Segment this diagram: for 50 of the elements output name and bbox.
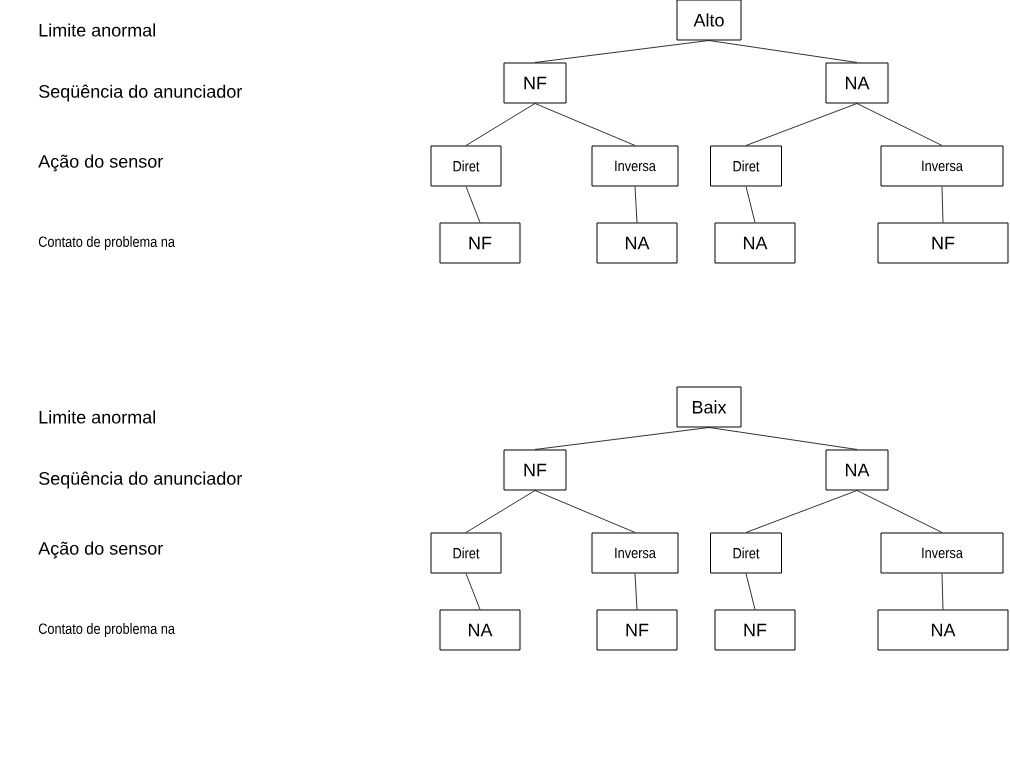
tree-box: NF [714,609,796,651]
level-label: Contato de problema na [38,236,175,250]
tree-box: Inversa [880,145,1004,187]
tree-box: Diret [430,532,502,574]
tree-box: NA [825,449,889,491]
level-label: Ação do sensor [38,541,163,559]
tree-box: NA [825,62,889,104]
tree-box: Inversa [591,532,679,574]
tree-box: Inversa [591,145,679,187]
connector-line [708,427,858,450]
tree-box: NA [714,222,796,264]
tree-box: NA [596,222,678,264]
connector-line [534,490,636,533]
tree-box: NF [596,609,678,651]
tree-box: NF [503,62,567,104]
connector-line [465,186,481,223]
tree-box: Alto [676,0,742,41]
connector-line [534,427,710,450]
tree-box: Diret [710,532,782,574]
level-label: Limite anormal [39,23,155,37]
connector-line [534,40,710,63]
level-label: Seqüência do anunciador [39,471,242,489]
level-label: Ação do sensor [38,154,163,172]
tree-box: Diret [430,145,502,187]
connector-line [708,40,858,63]
connector-line [534,103,636,146]
level-label: Limite anormal [39,410,155,424]
tree-box: Baix [676,386,742,428]
level-label: Contato de problema na [38,623,175,637]
connector-line [745,103,858,146]
connector-line [856,490,943,533]
connector-line [745,490,858,533]
connector-line [941,186,944,223]
connector-line [634,186,638,223]
connector-line [745,186,756,223]
level-label: Seqüência do anunciador [39,84,242,102]
connector-line [465,103,536,146]
tree-box: NF [877,222,1009,264]
connector-line [941,573,944,610]
connector-line [634,573,638,610]
connector-line [465,573,481,610]
tree-box: NA [439,609,521,651]
tree-box: Inversa [880,532,1004,574]
connector-line [465,490,536,533]
connector-line [745,573,756,610]
tree-box: NF [503,449,567,491]
tree-box: NF [439,222,521,264]
connector-line [856,103,943,146]
tree-box: Diret [710,145,782,187]
tree-box: NA [877,609,1009,651]
